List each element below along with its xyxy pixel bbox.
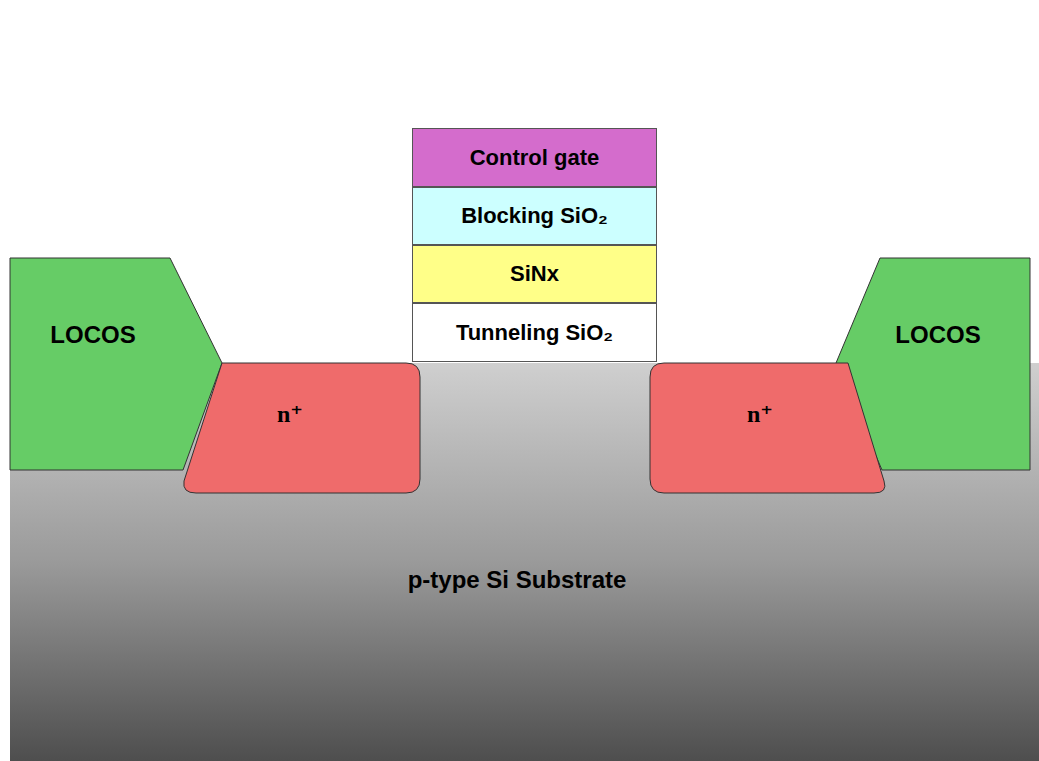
- layer-label: LOCOS: [50, 321, 135, 349]
- n-plus-region: n⁺: [180, 363, 422, 493]
- n-plus-region-outline: [648, 363, 890, 493]
- locos-region: LOCOS: [10, 258, 222, 470]
- tunneling-oxide-layer: Tunneling SiO₂: [412, 303, 657, 362]
- n-plus-region-fill: [650, 363, 885, 493]
- layer-label: n⁺: [277, 401, 303, 429]
- control-gate-layer: Control gate: [412, 128, 657, 187]
- locos-region-fill: [10, 258, 222, 470]
- n-plus-region-outline: [180, 363, 422, 493]
- nitride-layer: SiNx: [412, 245, 657, 303]
- n-plus-region-fill: [184, 363, 420, 493]
- layer-label: Control gate: [470, 145, 600, 170]
- layer-label: p-type Si Substrate: [408, 566, 627, 594]
- layer-label: SiNx: [510, 261, 559, 286]
- layer-label: Tunneling SiO₂: [456, 320, 613, 345]
- layer-label: Blocking SiO₂: [461, 203, 608, 228]
- layer-label: n⁺: [747, 401, 773, 429]
- n-plus-region: n⁺: [648, 363, 890, 493]
- layer-label: LOCOS: [895, 321, 980, 349]
- blocking-oxide-layer: Blocking SiO₂: [412, 187, 657, 245]
- locos-region-outline: [10, 258, 222, 470]
